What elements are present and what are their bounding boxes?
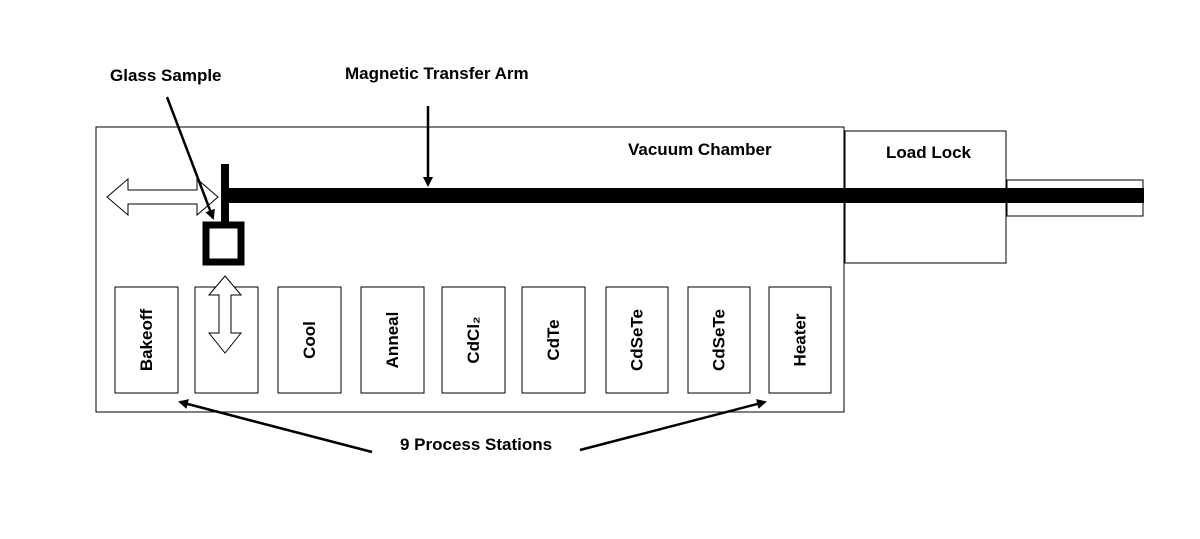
transfer-arm-label: Magnetic Transfer Arm <box>345 64 529 83</box>
vacuum-chamber-label: Vacuum Chamber <box>628 140 772 159</box>
stations-left-pointer-arrow <box>178 399 373 454</box>
station-box-9 <box>768 286 832 394</box>
station-label-7: CdSeTe <box>628 309 647 371</box>
station-label-6: CdTe <box>544 319 563 360</box>
vertical-motion-arrow-icon <box>207 275 243 354</box>
station-box-4 <box>360 286 425 394</box>
station-box-5 <box>441 286 506 394</box>
horizontal-motion-arrow-icon <box>106 177 219 217</box>
station-label-8: CdSeTe <box>710 309 729 371</box>
transfer-arm-post <box>221 164 229 222</box>
station-box-7 <box>605 286 669 394</box>
vacuum-chamber-box <box>95 126 845 413</box>
process-stations-label: 9 Process Stations <box>400 435 552 454</box>
process-stations: Bakeoff Cool Anneal CdCl₂ CdTe CdSeTe CdSeTe He… <box>114 286 832 394</box>
station-label-9: Heater <box>791 313 810 366</box>
stations-right-pointer-arrow <box>579 399 767 452</box>
glass-sample-pointer-arrow <box>165 96 215 220</box>
station-box-1 <box>114 286 179 394</box>
station-label-3: Cool <box>300 321 319 359</box>
station-label-1: Bakeoff <box>137 308 156 371</box>
glass-sample-label: Glass Sample <box>110 66 222 85</box>
station-box-3 <box>277 286 342 394</box>
load-lock-label: Load Lock <box>886 143 972 162</box>
station-box-8 <box>687 286 751 394</box>
station-box-6 <box>521 286 586 394</box>
station-label-5: CdCl₂ <box>464 316 483 363</box>
station-label-4: Anneal <box>383 312 402 369</box>
glass-sample-holder <box>202 221 245 266</box>
transfer-arm-bar <box>221 188 1144 203</box>
